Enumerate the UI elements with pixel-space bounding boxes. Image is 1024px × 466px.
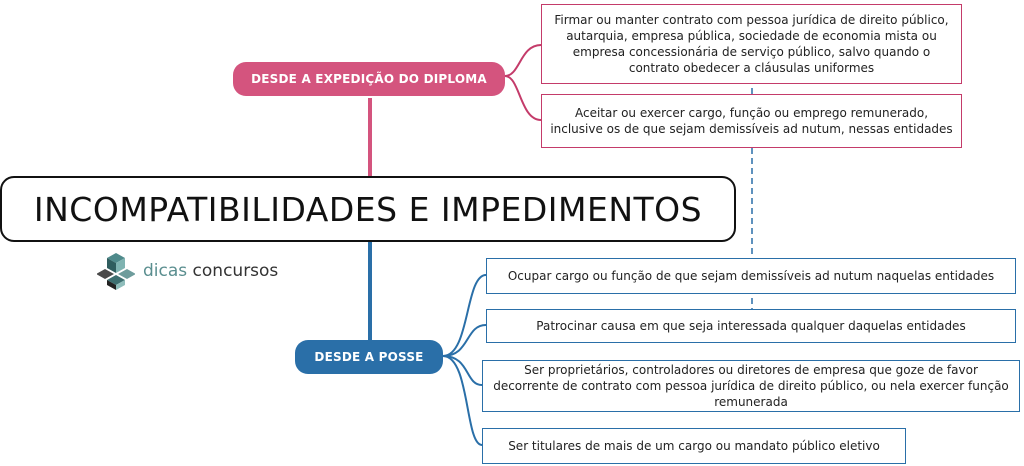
top-branch-connector-2 [504,75,542,121]
top-item-2: Aceitar ou exercer cargo, função ou empr… [541,94,962,148]
bottom-item-2: Patrocinar causa em que seja interessada… [486,309,1016,343]
cube-logo-icon [97,253,135,290]
logo-text-dicas: dicas [143,261,188,281]
bottom-item-4: Ser titulares de mais de um cargo ou man… [482,428,906,464]
logo-text-concursos: concursos [192,261,279,281]
bottom-branch-label: DESDE A POSSE [295,340,443,374]
top-branch-label: DESDE A EXPEDIÇÃO DO DIPLOMA [233,62,505,96]
bottom-branch-connector-3 [442,355,483,386]
bottom-item-3: Ser proprietários, controladores ou dire… [482,360,1020,412]
bottom-branch-connector-1 [442,274,487,357]
bottom-branch-connector-2 [442,324,487,357]
bottom-item-1: Ocupar cargo ou função de que sejam demi… [486,258,1016,294]
logo: dicas concursos [97,250,287,292]
bottom-branch-connector-4 [442,355,483,446]
central-topic: INCOMPATIBILIDADES E IMPEDIMENTOS [0,176,736,242]
top-item-1: Firmar ou manter contrato com pessoa jur… [541,4,962,84]
top-branch-connector-1 [504,44,542,77]
